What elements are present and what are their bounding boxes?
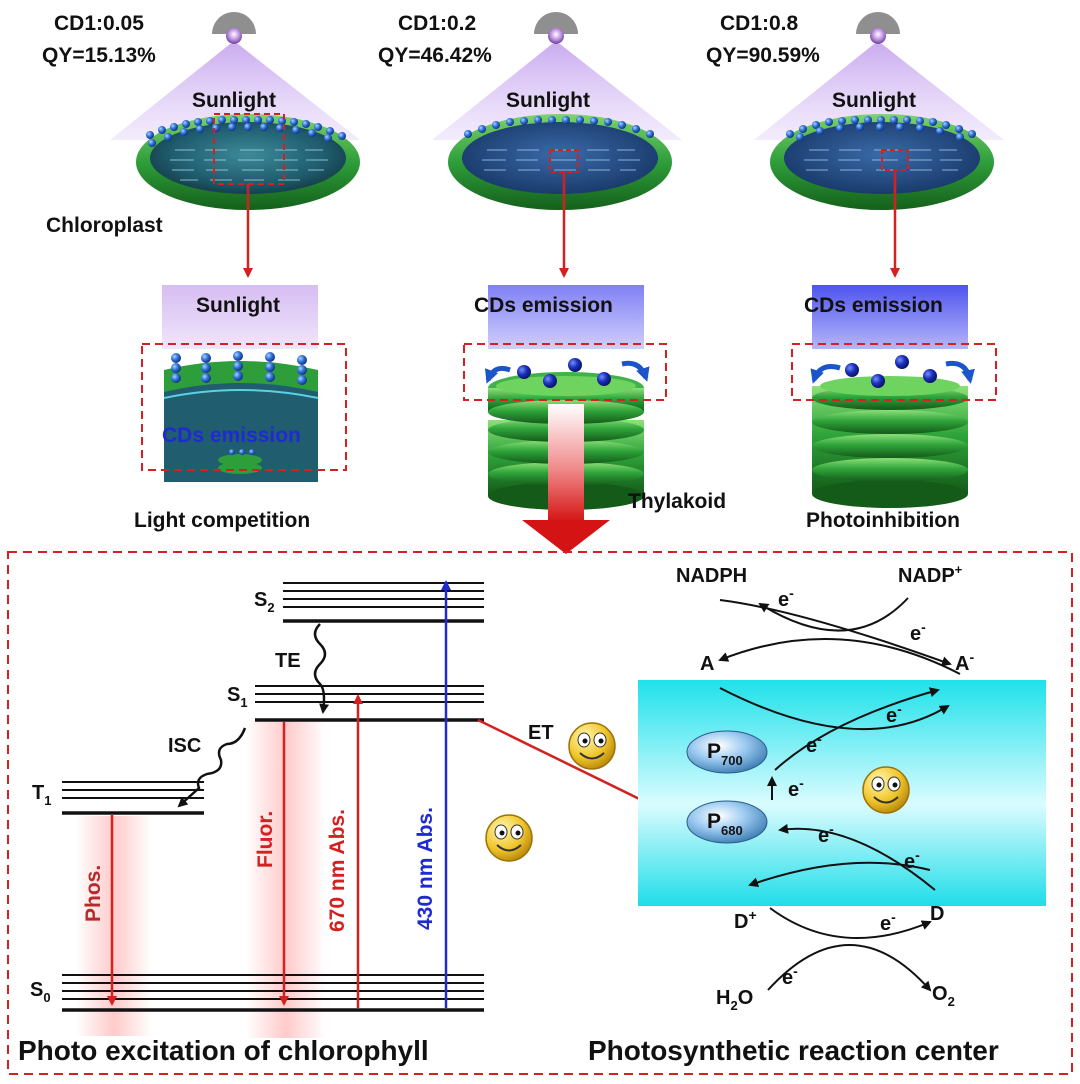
donor-label: D (930, 903, 944, 925)
zoom-frame (141, 343, 347, 471)
electron-label: e- (778, 585, 794, 611)
oxygen-label: O2 (932, 983, 955, 1009)
sunlight-label: Sunlight (506, 89, 590, 112)
zoom-frame (463, 343, 667, 401)
acceptor-label: A (700, 653, 714, 675)
chloroplast (136, 113, 360, 210)
cd-particles (786, 116, 976, 141)
donor-oxidized-label: D+ (734, 907, 757, 933)
emission-arrow (810, 364, 841, 384)
sunlight-label: Sunlight (192, 89, 276, 112)
sample-ratio-label: CD1:0.2 (398, 12, 476, 35)
smiley-icon (485, 814, 533, 862)
cd-particles (464, 116, 654, 138)
electron-label: e- (880, 909, 896, 935)
transition-arrow (522, 404, 610, 554)
chloroplast (770, 114, 994, 210)
emission-panel-label: CDs emission (804, 294, 943, 317)
sunlight-panel (162, 285, 318, 349)
chloroplast (448, 114, 672, 210)
nadph-label: NADPH (676, 565, 747, 587)
caption: Photoinhibition (806, 509, 960, 532)
sample-qy-label: QY=15.13% (42, 44, 156, 67)
sunlight-panel-label: Sunlight (196, 294, 280, 317)
jablonski-diagram (62, 580, 668, 1038)
water-label: H2O (716, 987, 753, 1013)
nadp-label: NADP+ (898, 562, 963, 587)
emission-arrow (484, 365, 511, 384)
light-beam (432, 44, 682, 140)
smiley-icon (568, 722, 616, 770)
lamp-icon (212, 12, 256, 44)
electron-label: e- (806, 731, 822, 757)
level-s0-label: S0 (30, 979, 51, 1005)
membrane-closeup (163, 351, 319, 482)
phos-label: Phos. (82, 865, 105, 922)
acceptor-reduced-label: A- (955, 649, 974, 675)
lamp-icon (856, 12, 900, 44)
lamp-icon (534, 12, 578, 44)
level-s1-label: S1 (227, 684, 248, 710)
p700-label: P700 (707, 740, 743, 768)
emission-arrow (621, 360, 650, 382)
te-label: TE (275, 650, 301, 672)
cd-particles (146, 116, 346, 147)
level-s2-label: S2 (254, 589, 275, 615)
emission-arrow (945, 360, 975, 384)
electron-path (718, 597, 961, 992)
thylakoid-label: Thylakoid (628, 490, 726, 513)
sunlight-label: Sunlight (832, 89, 916, 112)
chloroplast-label: Chloroplast (46, 214, 163, 237)
p700-complex (686, 730, 768, 774)
et-label: ET (528, 722, 554, 744)
cd-particles (517, 358, 611, 388)
thylakoid-stack (812, 376, 968, 508)
electron-label: e- (910, 619, 926, 645)
caption: Light competition (134, 509, 310, 532)
smiley-icon (862, 766, 910, 814)
cd-particles (845, 355, 937, 388)
emission-panel (812, 285, 968, 349)
p680-label: P680 (707, 810, 743, 838)
p680-complex (686, 800, 768, 844)
light-beam (754, 44, 1004, 140)
electron-label: e- (782, 963, 798, 989)
sample-qy-label: QY=90.59% (706, 44, 820, 67)
level-t1-label: T1 (32, 782, 51, 808)
abs430-label: 430 nm Abs. (414, 807, 437, 930)
mechanism-frame (7, 551, 1073, 1075)
isc-label: ISC (168, 735, 201, 757)
electron-label: e- (818, 821, 834, 847)
sample-qy-label: QY=46.42% (378, 44, 492, 67)
electron-label: e- (886, 701, 902, 727)
inner-emission-label: CDs emission (162, 424, 301, 447)
abs670-label: 670 nm Abs. (326, 809, 349, 932)
electron-label: e- (788, 775, 804, 801)
fluor-label: Fluor. (254, 811, 277, 868)
emission-panel-label: CDs emission (474, 294, 613, 317)
reaction-center-box (638, 680, 1046, 906)
sample-ratio-label: CD1:0.8 (720, 12, 799, 35)
sample-ratio-label: CD1:0.05 (54, 12, 144, 35)
jablonski-title: Photo excitation of chlorophyll (18, 1035, 429, 1066)
electron-label: e- (904, 847, 920, 873)
reaction-title: Photosynthetic reaction center (588, 1035, 999, 1066)
light-beam (110, 44, 360, 140)
emission-panel (488, 285, 644, 349)
